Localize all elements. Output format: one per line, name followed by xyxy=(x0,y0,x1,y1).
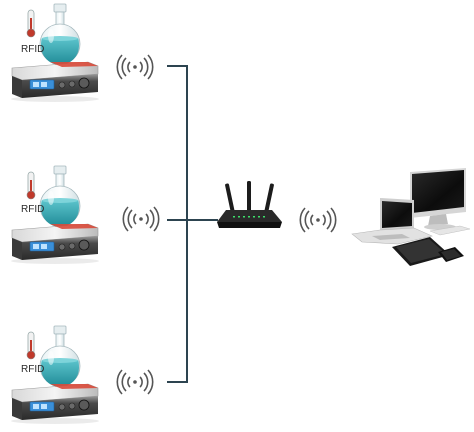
wireless-signal-icon xyxy=(122,206,160,232)
rfid-label-1: RFID xyxy=(21,44,44,55)
rfid-label-3: RFID xyxy=(21,364,44,375)
lab-station-2: RFID xyxy=(10,165,100,265)
wireless-signal-icon xyxy=(299,207,337,233)
lab-station-1: RFID xyxy=(10,3,100,103)
wireless-signal-icon xyxy=(116,54,154,80)
rfid-label-2: RFID xyxy=(21,204,44,215)
client-devices xyxy=(351,168,471,266)
desktop-monitor-icon xyxy=(410,168,466,230)
laptop-icon xyxy=(351,198,433,245)
smartphone-icon xyxy=(438,247,464,262)
wifi-router-icon xyxy=(217,181,282,228)
network-connector-lines xyxy=(167,65,218,383)
wireless-signal-icon xyxy=(116,369,154,395)
lab-station-3: RFID xyxy=(10,325,100,425)
tablet-icon xyxy=(392,237,450,266)
